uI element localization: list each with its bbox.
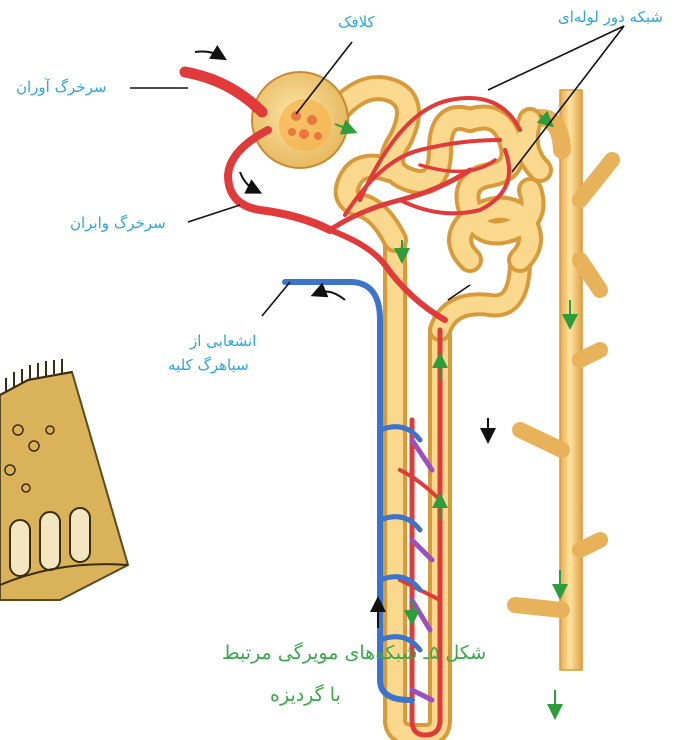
label-efferent-arteriole: سرخرگ وابران xyxy=(70,214,166,234)
figure-caption-line1: شکل ۵ـ شبکه‌های مویرگی مرتبط xyxy=(222,642,486,666)
glomerulus-capsule xyxy=(252,72,348,168)
label-peritubular-network: شبکه دور لوله‌ای xyxy=(558,8,663,28)
label-renal-vein-branch-line2: سیاهرگ کلیه xyxy=(168,356,249,376)
label-renal-vein-branch-line1: انشعابی از xyxy=(190,332,256,352)
figure-caption-line2: با گردیزه xyxy=(270,684,341,708)
tubule-cell-section xyxy=(0,359,128,600)
label-afferent-arteriole: سرخرگ آوران xyxy=(16,78,106,98)
label-glomerulus: کلافک xyxy=(338,13,375,33)
